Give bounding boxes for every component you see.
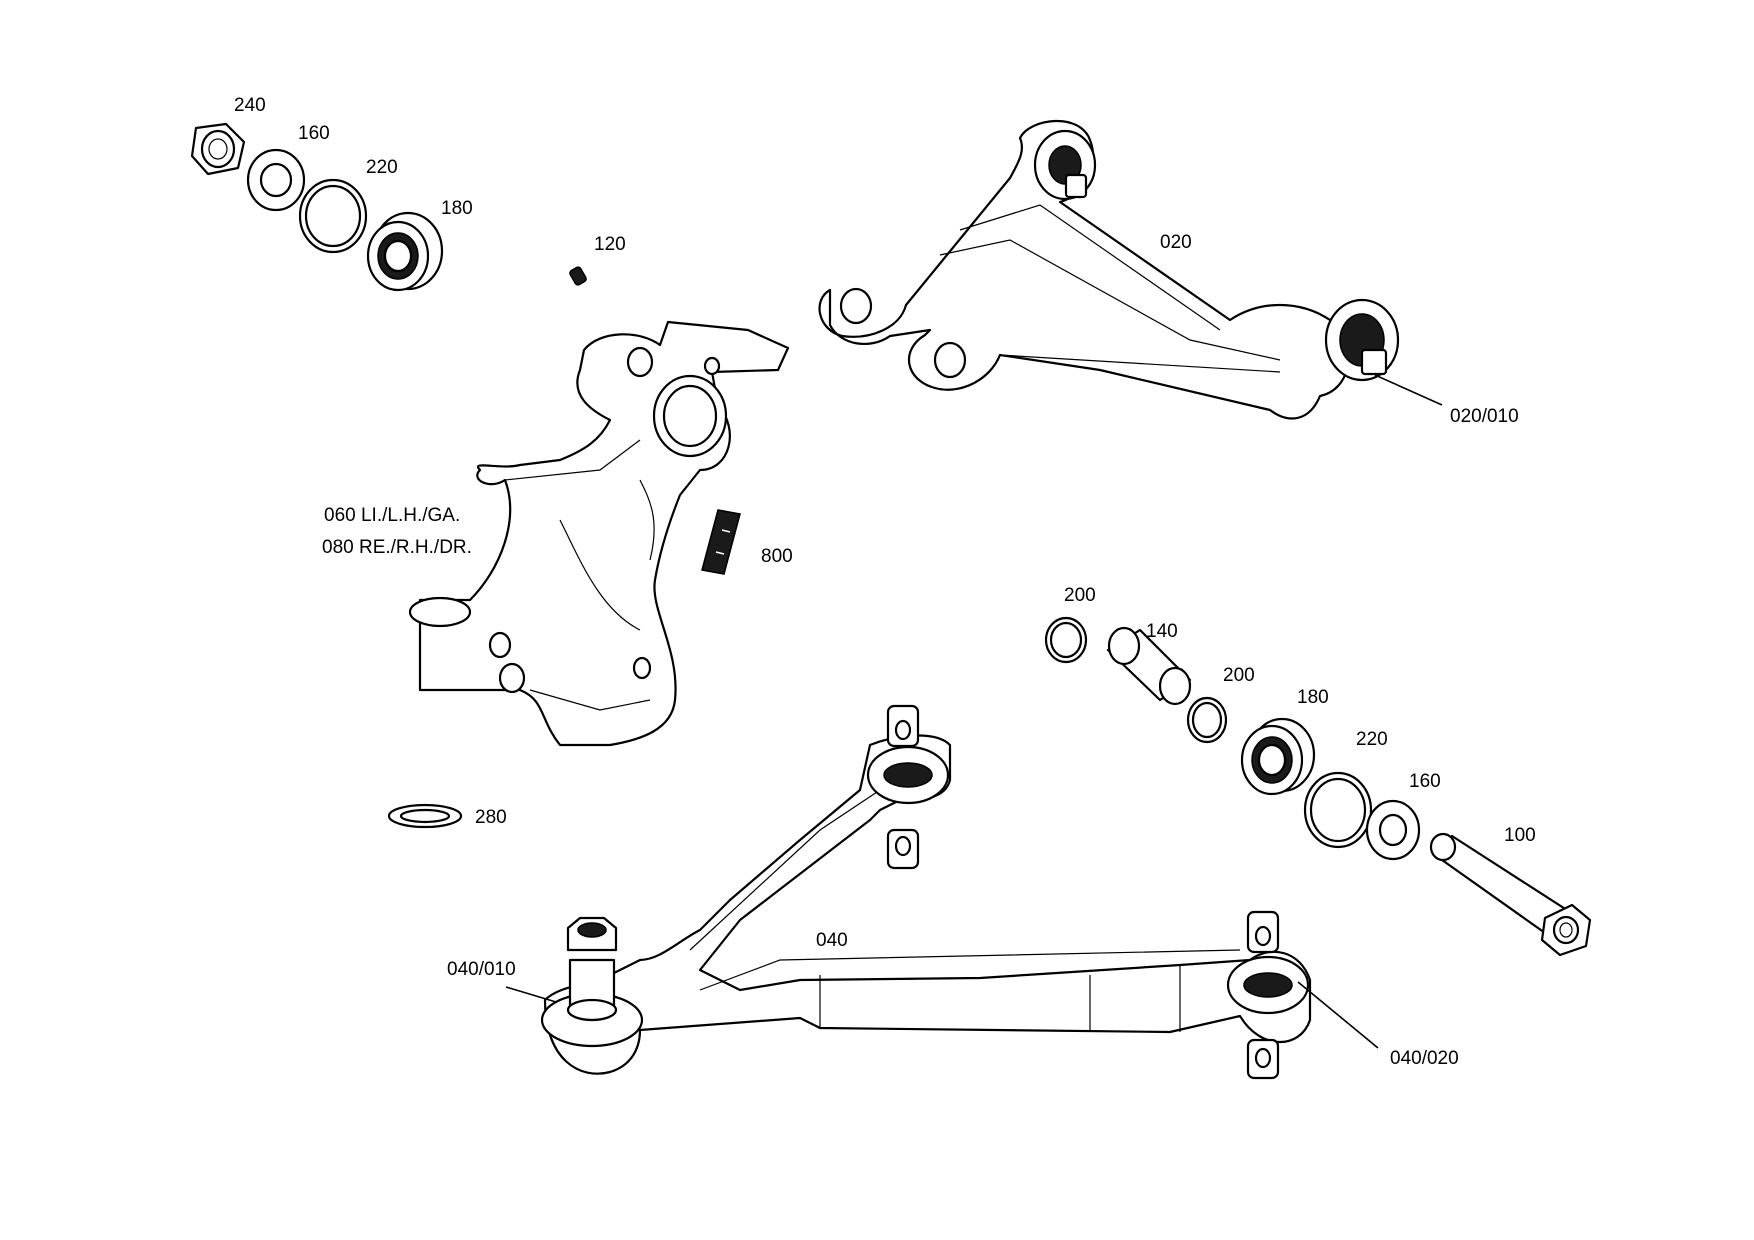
leader-040-010: [505, 986, 557, 1003]
callout-180-top: 180: [441, 198, 473, 219]
bolt-100: [1429, 832, 1592, 957]
callout-020: 020: [1160, 232, 1192, 253]
callout-040-010: 040/010: [447, 959, 516, 980]
callout-140: 140: [1146, 621, 1178, 642]
callout-160-top: 160: [298, 123, 330, 144]
ring-200-b: [1186, 696, 1228, 744]
leader-040-020: [1297, 981, 1379, 1049]
ring-220-right: [1303, 771, 1373, 849]
ring-220-top: [298, 178, 368, 254]
steering-knuckle-060-080: [408, 320, 790, 747]
nut-240: [190, 122, 246, 176]
callout-240: 240: [234, 95, 266, 116]
callout-060: 060 LI./L.H./GA.: [324, 505, 461, 526]
lower-control-arm-040: [540, 704, 1312, 1080]
callout-100: 100: [1504, 825, 1536, 846]
callout-040-020: 040/020: [1390, 1048, 1459, 1069]
callout-020-010: 020/010: [1450, 406, 1519, 427]
washer-160-right: [1365, 799, 1421, 861]
callout-800: 800: [761, 546, 793, 567]
leader-020-010: [1374, 374, 1443, 406]
callout-280: 280: [475, 807, 507, 828]
callout-200-a: 200: [1064, 585, 1096, 606]
callout-120: 120: [594, 234, 626, 255]
washer-160-top: [246, 148, 306, 212]
label-plate-800: [701, 509, 741, 575]
callout-220-right: 220: [1356, 729, 1388, 750]
sleeve-140: [1106, 626, 1192, 706]
callout-200-b: 200: [1223, 665, 1255, 686]
bearing-180-right: [1240, 717, 1316, 796]
callout-220-top: 220: [366, 157, 398, 178]
upper-control-arm-020: [818, 119, 1400, 420]
callout-040: 040: [816, 930, 848, 951]
ring-200-a: [1044, 616, 1088, 664]
pin-120: [569, 266, 587, 286]
callout-180-right: 180: [1297, 687, 1329, 708]
callout-080: 080 RE./R.H./DR.: [322, 537, 472, 558]
bearing-180-top: [366, 211, 444, 292]
callout-160-right: 160: [1409, 771, 1441, 792]
washer-280: [387, 803, 463, 829]
